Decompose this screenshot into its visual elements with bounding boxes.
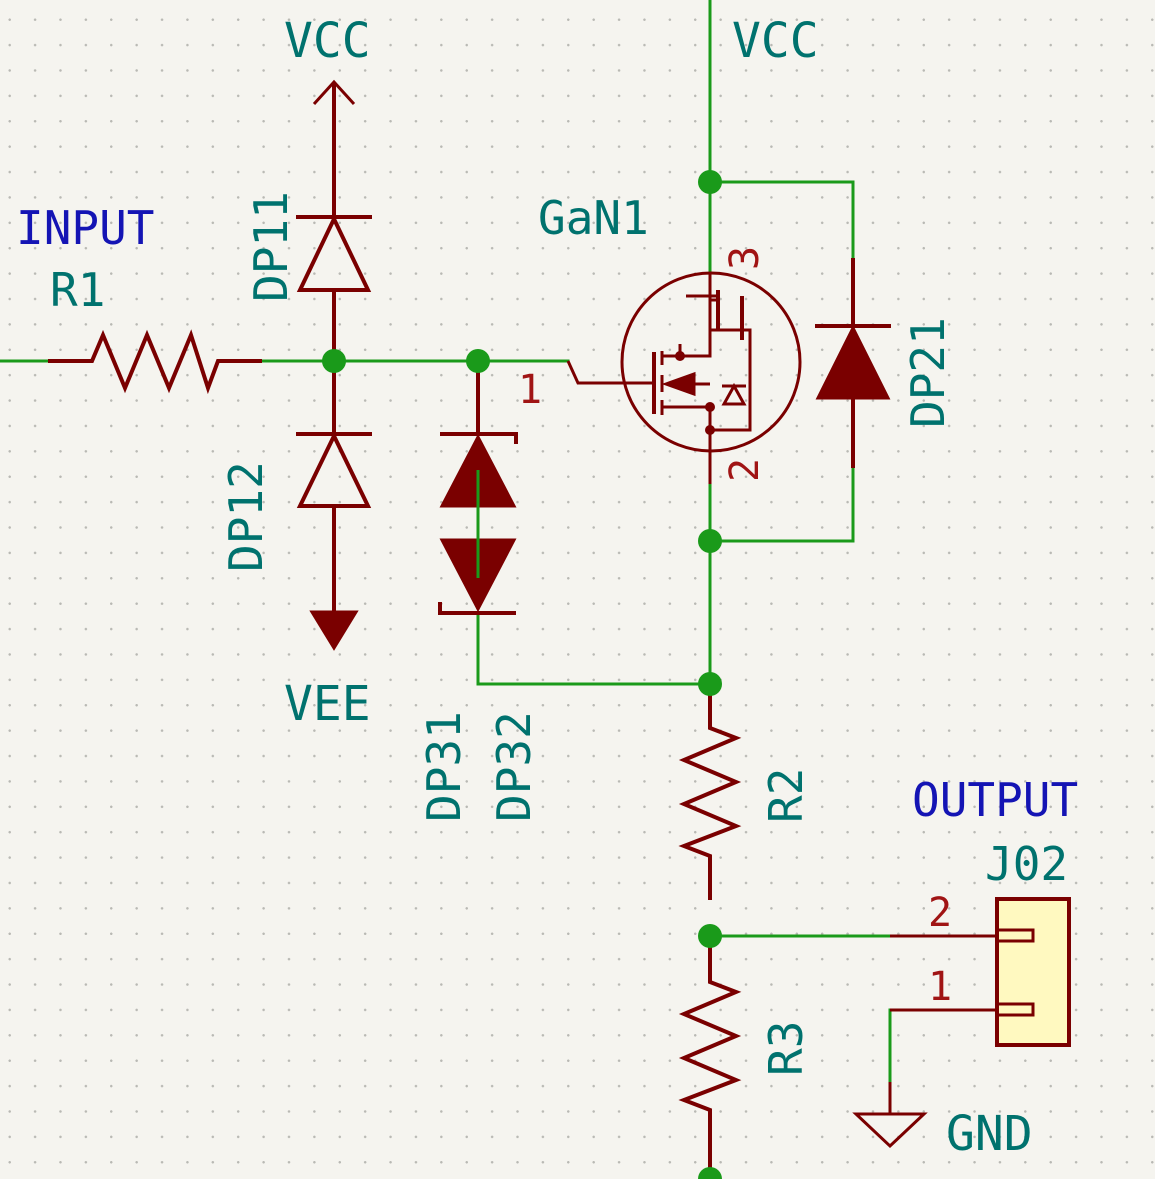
j02-reference: J02	[985, 837, 1068, 891]
junction-dp3x	[466, 349, 490, 373]
junction-bottom	[698, 1167, 722, 1179]
junction-drain	[698, 170, 722, 194]
junctions	[322, 170, 722, 1179]
dp12-reference: DP12	[219, 461, 273, 572]
diode-dp31-dp32[interactable]: DP31 DP32	[417, 361, 541, 822]
input-net-label[interactable]: INPUT	[16, 201, 154, 255]
diode-dp11[interactable]: DP11	[244, 84, 372, 361]
resistor-r3[interactable]: R3	[678, 936, 813, 1179]
transistor-gan1[interactable]: GaN1 1 2 3	[518, 191, 802, 484]
power-vcc-right[interactable]: VCC	[732, 13, 819, 69]
j02-pin2-number: 2	[928, 890, 952, 936]
resistor-r2[interactable]: R2	[678, 684, 813, 900]
r2-reference: R2	[759, 768, 813, 823]
diode-dp12[interactable]: DP12	[219, 361, 372, 612]
power-vee[interactable]: VEE	[284, 610, 371, 732]
dp32-reference: DP32	[487, 711, 541, 822]
gnd-label: GND	[946, 1106, 1033, 1162]
output-net-label[interactable]: OUTPUT	[912, 773, 1078, 827]
r1-reference: R1	[50, 263, 105, 317]
gan1-drain-pin: 3	[722, 246, 768, 270]
dp21-reference: DP21	[901, 317, 955, 428]
gan1-gate-pin: 1	[518, 367, 542, 413]
vcc-right-label: VCC	[732, 13, 819, 69]
junction-source	[698, 529, 722, 553]
gan1-source-pin: 2	[722, 458, 768, 482]
diode-dp21[interactable]: DP21	[815, 258, 955, 468]
connector-j02[interactable]: 2 1 J02	[890, 837, 1071, 1047]
power-vcc-left[interactable]: VCC	[284, 13, 371, 110]
power-gnd[interactable]: GND	[852, 1082, 1033, 1162]
junction-r2-top	[698, 672, 722, 696]
gan1-reference: GaN1	[538, 191, 649, 245]
j02-pin1-number: 1	[928, 964, 952, 1010]
dp31-reference: DP31	[417, 711, 471, 822]
junction-dp1x	[322, 349, 346, 373]
junction-divider	[698, 924, 722, 948]
r3-reference: R3	[759, 1021, 813, 1076]
dp11-reference: DP11	[244, 191, 298, 302]
vee-label: VEE	[284, 676, 371, 732]
vcc-left-label: VCC	[284, 13, 371, 69]
resistor-r1[interactable]: R1	[48, 263, 262, 395]
